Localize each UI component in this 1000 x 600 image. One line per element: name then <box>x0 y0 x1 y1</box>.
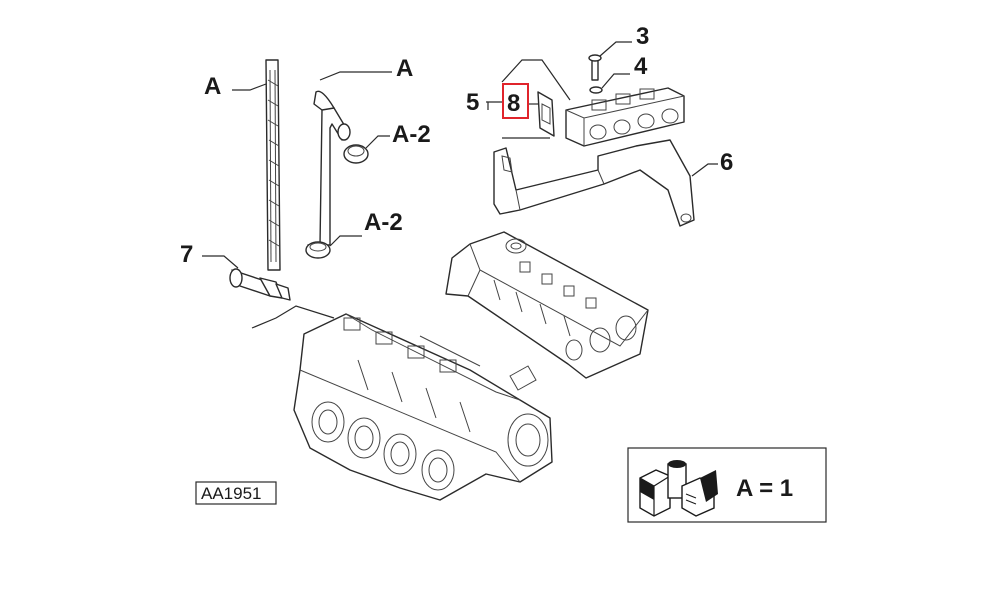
connector-8[interactable] <box>537 91 555 137</box>
sensor-fitting[interactable] <box>229 268 291 301</box>
legend-text: A = 1 <box>736 475 793 502</box>
cylinder-head[interactable] <box>445 231 649 379</box>
bolt-3[interactable] <box>588 54 602 81</box>
callout-6: 6 <box>720 149 733 176</box>
injector-rail[interactable] <box>565 87 685 147</box>
callout-7: 7 <box>180 241 193 268</box>
callout-a-left: A <box>204 73 221 100</box>
bent-hose[interactable] <box>307 90 351 246</box>
hose-clamp-upper[interactable] <box>343 144 369 164</box>
mounting-bracket[interactable] <box>493 139 695 227</box>
intake-manifold[interactable] <box>293 313 553 501</box>
callout-a-top: A <box>396 55 413 82</box>
callout-8[interactable]: 8 <box>507 90 520 117</box>
callout-a2-lower: A-2 <box>364 209 403 236</box>
legend-box: A = 1 <box>627 447 827 523</box>
reference-code: AA1951 <box>201 484 262 503</box>
highlight-box <box>502 83 529 119</box>
fuel-hose-cut-icon <box>639 460 718 517</box>
callout-4: 4 <box>634 53 648 80</box>
callout-3: 3 <box>636 23 649 50</box>
straight-hose[interactable] <box>265 59 281 271</box>
hose-clamp-lower[interactable] <box>305 241 331 259</box>
washer-4[interactable] <box>589 86 603 94</box>
callout-a2-upper: A-2 <box>392 121 431 148</box>
reference-code-box: AA1951 <box>195 481 277 505</box>
callout-5: 5 <box>466 89 479 116</box>
